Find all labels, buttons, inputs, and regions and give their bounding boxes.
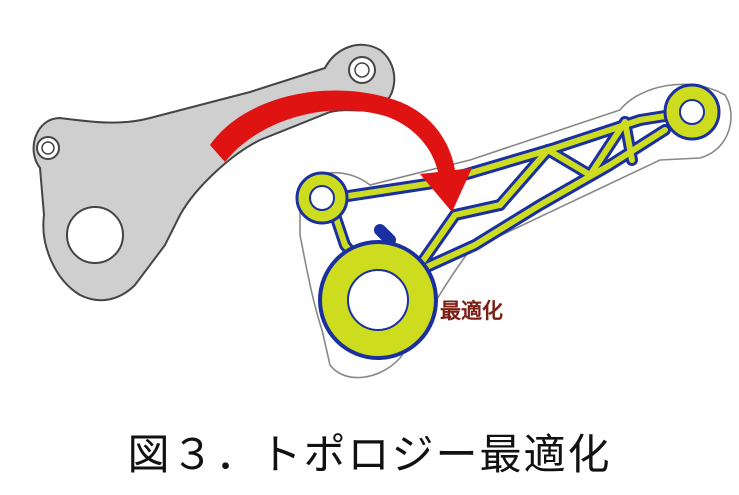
curved-arrow-body [210,90,472,212]
optimized-large-hole [347,269,409,331]
original-small-hole-right-inner [354,62,370,78]
curved-arrow-icon [210,90,472,212]
original-large-hole [66,206,124,264]
figure-illustration: 最適化 [32,43,732,379]
design-space-outline [299,83,732,379]
optimized-left-hole [309,185,335,211]
original-small-hole-right [348,56,376,84]
original-small-hole-left-inner [41,141,55,155]
optimized-part: 最適化 [295,83,732,379]
optimized-right-hole [679,99,705,125]
figure-caption: 図３．トポロジー最適化 [127,430,612,479]
optimized-label: 最適化 [440,299,503,323]
original-small-hole-left [36,136,60,160]
